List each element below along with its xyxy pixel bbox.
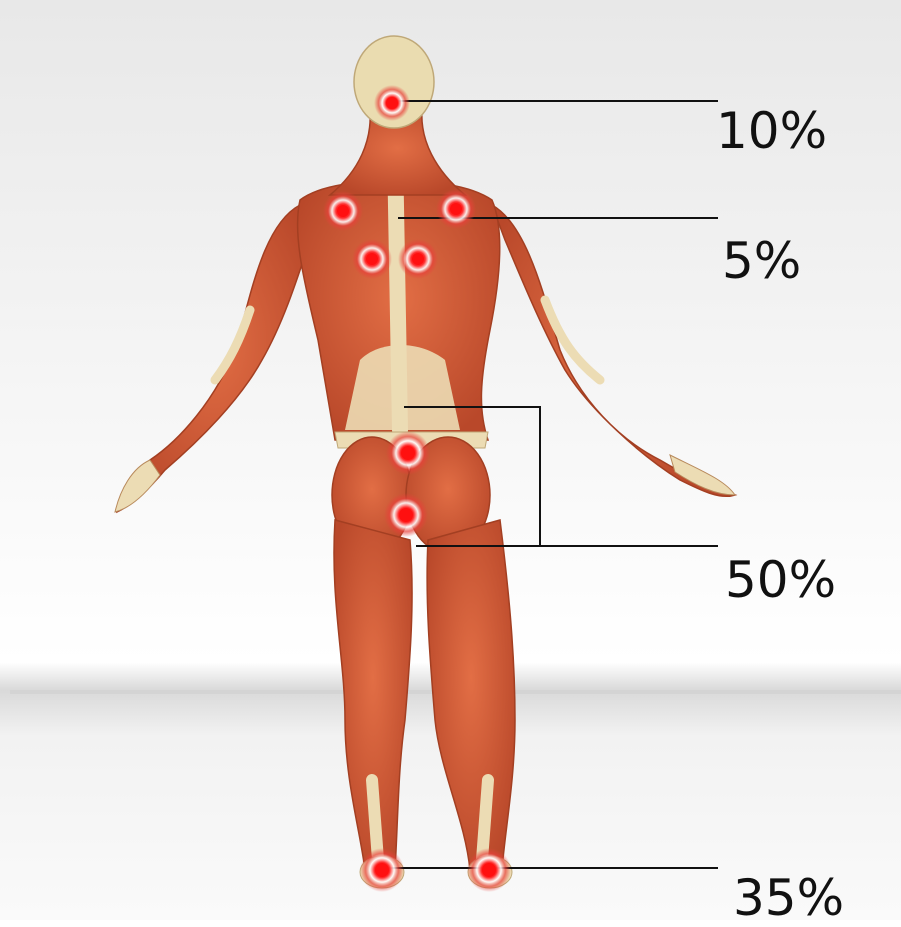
pain-marker-right-shoulder [436,189,476,229]
pain-marker-sacrum [386,431,430,475]
label-lower-back-hips-percent: 50% [725,555,836,605]
pain-marker-left-foot [360,848,404,892]
pain-marker-glute [384,493,428,537]
label-neck-percent: 10% [716,106,827,156]
label-feet-percent: 35% [733,873,844,923]
pain-marker-left-upper-back [352,239,392,279]
pain-marker-right-foot [467,848,511,892]
pain-marker-neck [374,85,410,121]
label-upper-back-percent: 5% [722,236,801,286]
left-calf-tendon [372,780,378,860]
pain-marker-right-upper-back [398,239,438,279]
pain-marker-left-shoulder [323,191,363,231]
right-calf-tendon [482,780,488,860]
